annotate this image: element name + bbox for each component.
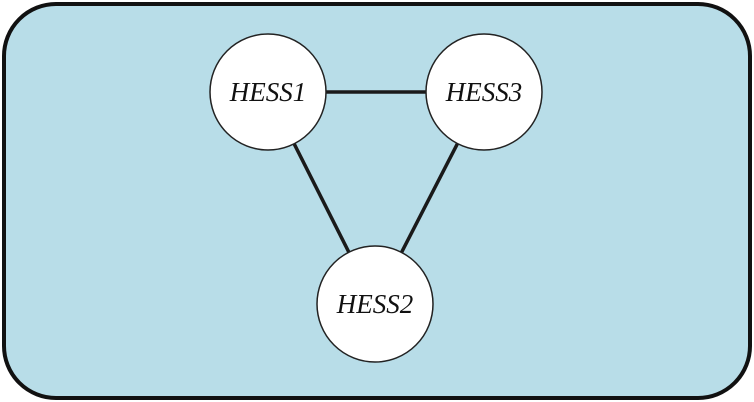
node-label-hess3: HESS3 bbox=[445, 77, 523, 107]
node-circle-hess2 bbox=[316, 245, 434, 363]
node-hess3: HESS3 bbox=[425, 33, 543, 151]
node-hess1: HESS1 bbox=[209, 33, 327, 151]
node-circle-hess1 bbox=[209, 33, 327, 151]
node-circle-hess3 bbox=[425, 33, 543, 151]
node-label-hess2: HESS2 bbox=[336, 289, 414, 319]
node-label-hess1: HESS1 bbox=[229, 77, 307, 107]
node-hess2: HESS2 bbox=[316, 245, 434, 363]
